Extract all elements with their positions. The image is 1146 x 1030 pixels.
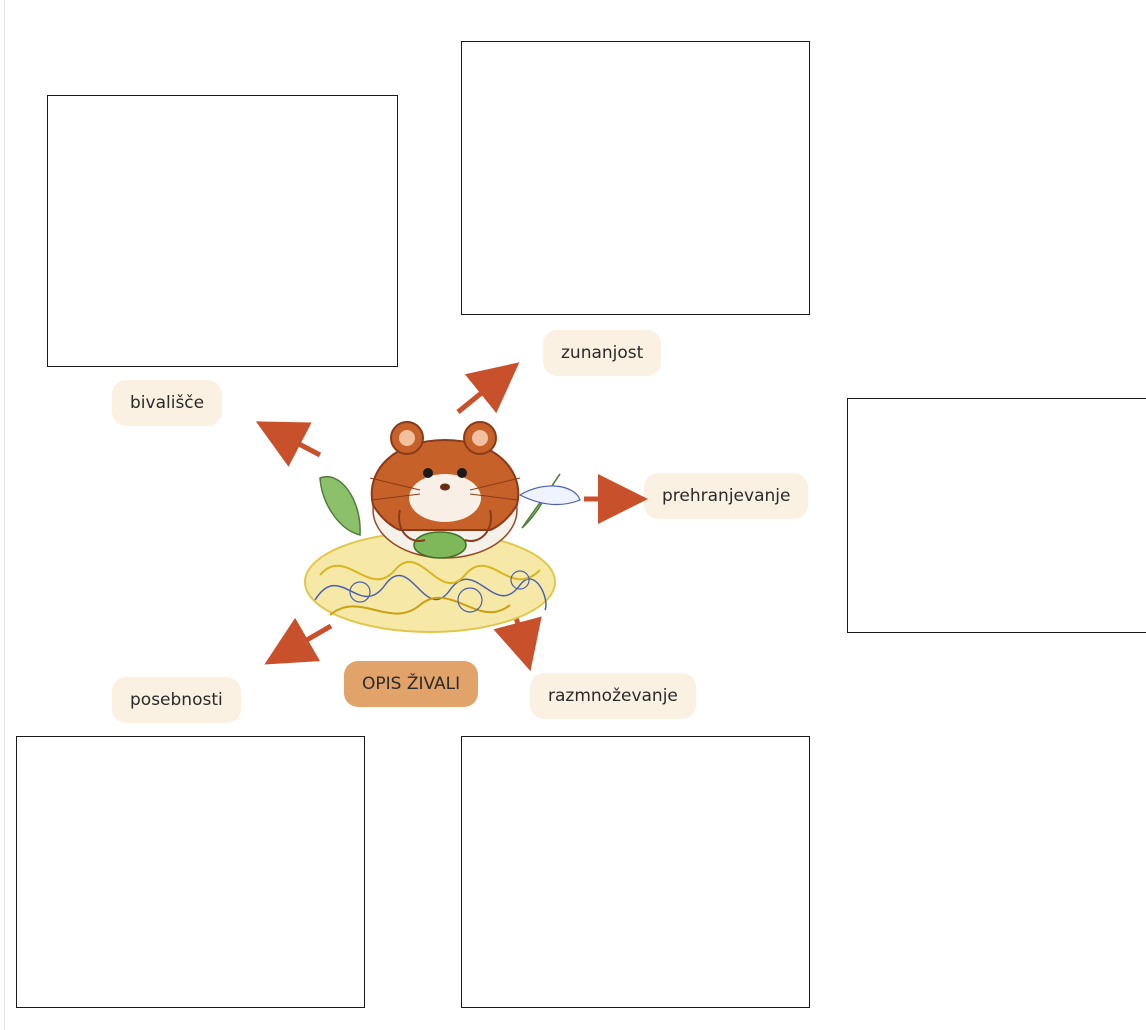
answer-box-reproduction[interactable] (461, 736, 810, 1008)
answer-box-appearance[interactable] (461, 41, 810, 315)
label-specialties: posebnosti (112, 677, 241, 723)
answer-box-nutrition[interactable] (847, 398, 1146, 633)
title-label: OPIS ŽIVALI (344, 661, 479, 707)
answer-box-habitat[interactable] (47, 95, 398, 367)
nest-illustration (304, 531, 556, 633)
hamster-illustration (369, 421, 521, 559)
label-nutrition: prehranjevanje (644, 473, 809, 519)
answer-box-specialties[interactable] (16, 736, 365, 1008)
arrow-to-habitat (255, 421, 322, 467)
arrow-to-reproduction (493, 616, 542, 672)
page-edge-line (4, 0, 5, 1030)
arrow-to-specialties (264, 617, 333, 665)
label-appearance: zunanjost (543, 330, 662, 376)
arrow-to-appearance (456, 362, 520, 414)
leaf-left-illustration (319, 475, 361, 536)
label-habitat: bivališče (112, 380, 223, 426)
label-reproduction: razmnoževanje (530, 673, 696, 719)
